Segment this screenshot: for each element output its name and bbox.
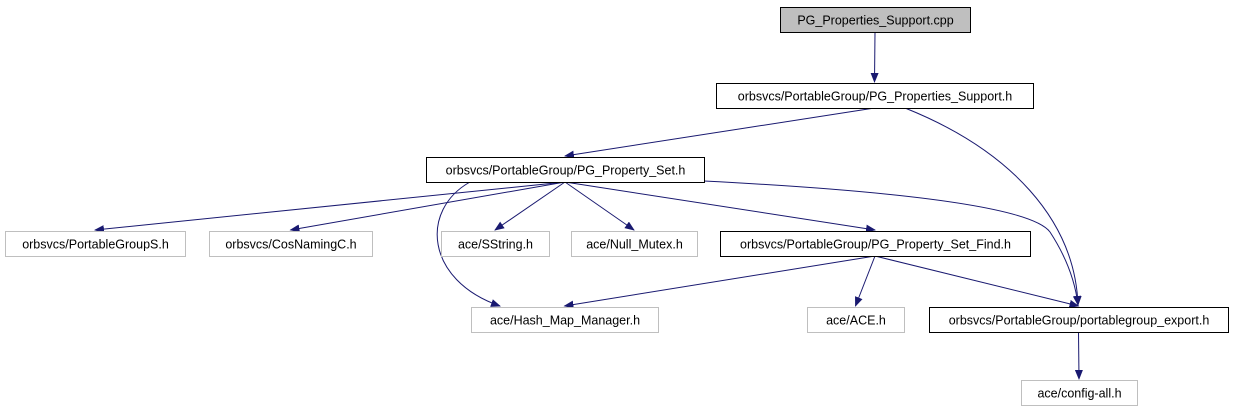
edge-portablegroup_export_h-to-config_all_h	[1074, 331, 1083, 380]
node-pg-property-set-find-h[interactable]: orbsvcs/PortableGroup/PG_Property_Set_Fi…	[720, 231, 1031, 257]
node-box	[441, 231, 550, 257]
node-box	[1021, 380, 1138, 406]
node-label: ace/config-all.h	[1037, 387, 1121, 401]
node-null-mutex-h[interactable]: ace/Null_Mutex.h	[571, 231, 698, 257]
node-box	[929, 307, 1229, 333]
node-root[interactable]: PG_Properties_Support.cpp	[780, 7, 971, 33]
node-label: orbsvcs/PortableGroup/PG_Properties_Supp…	[738, 90, 1012, 104]
node-label: ace/Null_Mutex.h	[586, 238, 683, 252]
edge-root-to-pg_properties_support_h	[870, 31, 879, 83]
node-label: ace/Hash_Map_Manager.h	[490, 314, 640, 328]
node-config-all-h[interactable]: ace/config-all.h	[1021, 380, 1138, 406]
edge-pg_property_set_find_h-to-ace_h	[855, 255, 876, 307]
node-label: orbsvcs/CosNamingC.h	[225, 238, 356, 252]
edge-pg_properties_support_h-to-pg_property_set_h	[564, 107, 875, 159]
node-sstring-h[interactable]: ace/SString.h	[441, 231, 550, 257]
edge-pg_property_set_h-to-hash_map_manager_h	[436, 181, 501, 307]
edge-pg_property_set_find_h-to-hash_map_manager_h	[563, 255, 876, 309]
edge-pg_property_set_h-to-portablegroup_export_h	[703, 180, 1081, 306]
node-ace-h[interactable]: ace/ACE.h	[807, 307, 905, 333]
edge-pg_properties_support_h-to-portablegroup_export_h	[904, 107, 1082, 306]
node-pg-properties-support-h[interactable]: orbsvcs/PortableGroup/PG_Properties_Supp…	[716, 83, 1034, 109]
edge-pg_property_set_h-to-pg_property_set_find_h	[564, 181, 876, 233]
node-box	[471, 307, 659, 333]
node-portablegroups-h[interactable]: orbsvcs/PortableGroupS.h	[5, 231, 186, 257]
node-label: ace/SString.h	[458, 238, 533, 252]
node-box	[209, 231, 373, 257]
node-hash-map-manager-h[interactable]: ace/Hash_Map_Manager.h	[471, 307, 659, 333]
edge-pg_property_set_h-to-portablegroups_h	[94, 181, 566, 234]
node-label: orbsvcs/PortableGroup/PG_Property_Set.h	[446, 164, 686, 178]
node-cosnamingc-h[interactable]: orbsvcs/CosNamingC.h	[209, 231, 373, 257]
node-box	[720, 231, 1031, 257]
node-label: orbsvcs/PortableGroup/portablegroup_expo…	[949, 314, 1210, 328]
node-box	[5, 231, 186, 257]
node-pg-property-set-h[interactable]: orbsvcs/PortableGroup/PG_Property_Set.h	[426, 157, 705, 183]
edge-pg_property_set_h-to-sstring_h	[494, 181, 566, 231]
node-box	[780, 7, 971, 33]
node-box	[426, 157, 705, 183]
node-box	[716, 83, 1034, 109]
node-portablegroup-export-h[interactable]: orbsvcs/PortableGroup/portablegroup_expo…	[929, 307, 1229, 333]
node-box	[807, 307, 905, 333]
node-label: orbsvcs/PortableGroupS.h	[22, 238, 169, 252]
edge-pg_property_set_h-to-cosnamingc_h	[289, 181, 566, 233]
node-box	[571, 231, 698, 257]
node-label: PG_Properties_Support.cpp	[797, 14, 953, 28]
node-label: ace/ACE.h	[826, 314, 886, 328]
edge-pg_property_set_h-to-null_mutex_h	[564, 181, 635, 231]
node-label: orbsvcs/PortableGroup/PG_Property_Set_Fi…	[740, 238, 1011, 252]
edge-pg_property_set_find_h-to-portablegroup_export_h	[874, 255, 1080, 308]
